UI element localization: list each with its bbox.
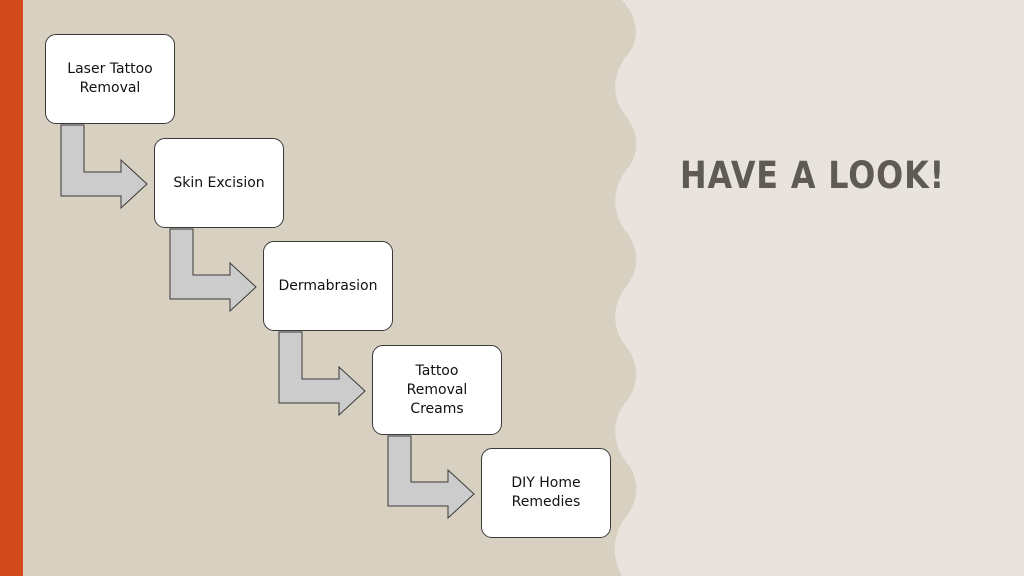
step-box-laser-tattoo-removal: Laser Tattoo Removal <box>45 34 175 124</box>
step-label: Tattoo Removal Creams <box>406 362 468 417</box>
step-label: Laser Tattoo Removal <box>67 61 153 96</box>
step-arrow <box>278 331 366 417</box>
step-label: DIY Home Remedies <box>511 475 581 510</box>
step-box-dermabrasion: Dermabrasion <box>263 241 393 331</box>
step-box-tattoo-removal-creams: Tattoo Removal Creams <box>372 345 502 435</box>
step-box-diy-home-remedies: DIY Home Remedies <box>481 448 611 538</box>
step-arrow <box>387 435 475 520</box>
accent-bar <box>0 0 23 576</box>
step-arrow <box>169 228 257 313</box>
step-label: Skin Excision <box>173 174 265 191</box>
step-box-skin-excision: Skin Excision <box>154 138 284 228</box>
step-arrow <box>60 124 148 210</box>
slide-title: HAVE A LOOK! <box>680 154 945 197</box>
step-label: Dermabrasion <box>278 277 378 294</box>
